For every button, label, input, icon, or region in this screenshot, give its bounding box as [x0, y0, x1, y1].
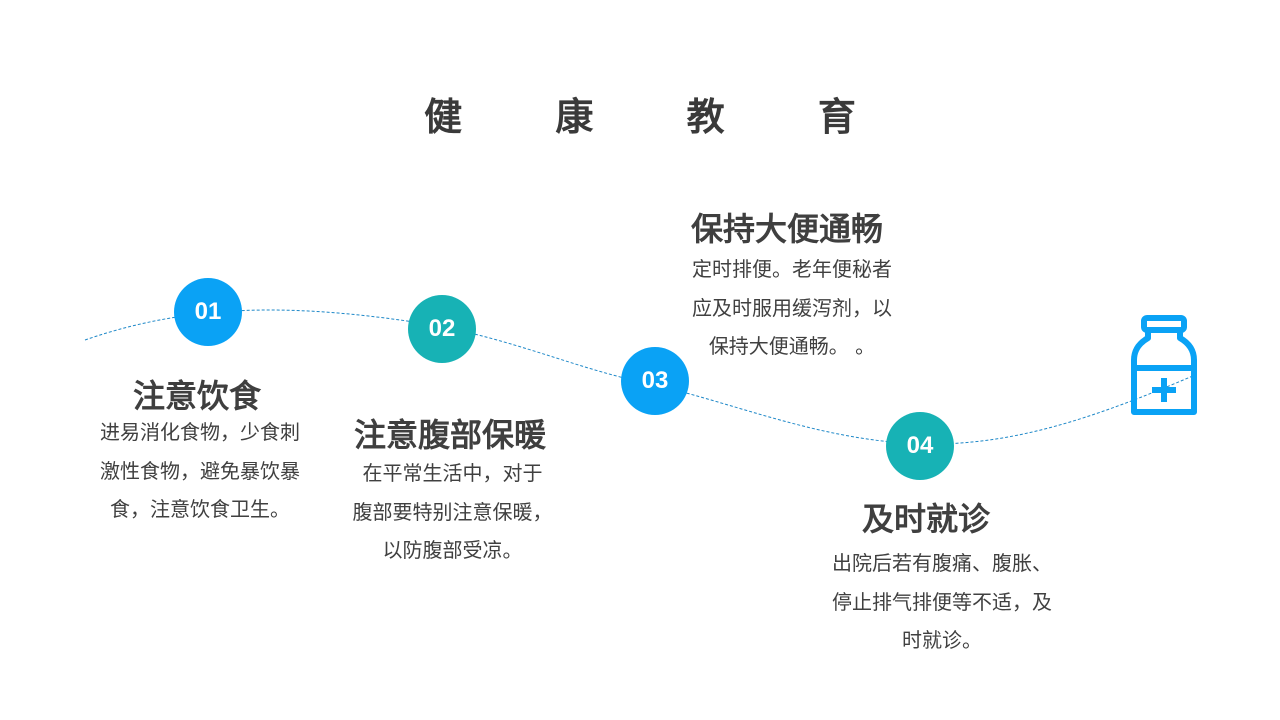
- step-4-line-1: 出院后若有腹痛、腹胀、: [832, 551, 1052, 575]
- step-3-line-1: 定时排便。老年便秘者: [692, 257, 892, 281]
- step-4-heading: 及时就诊: [861, 500, 990, 538]
- step-1-number: 01: [174, 278, 242, 346]
- step-1-line-3: 食，注意饮食卫生。: [110, 497, 290, 521]
- step-2-heading: 注意腹部保暖: [353, 416, 546, 454]
- step-1-description: 进易消化食物，少食刺 激性食物，避免暴饮暴 食，注意饮食卫生。: [80, 413, 320, 529]
- step-1-line-2: 激性食物，避免暴饮暴: [100, 458, 300, 483]
- step-3-line-3: 保持大便通畅。 。: [708, 334, 876, 358]
- step-3-heading: 保持大便通畅: [690, 210, 883, 248]
- step-3-description: 定时排便。老年便秘者 应及时服用缓泻剂，以 保持大便通畅。 。: [672, 250, 912, 366]
- step-4-number: 04: [886, 412, 954, 480]
- step-2-line-1: 在平常生活中，对于: [362, 461, 543, 485]
- step-2-line-2: 腹部要特别注意保暖，: [352, 499, 553, 524]
- step-3-line-2: 应及时服用缓泻剂，以: [692, 295, 892, 320]
- step-4-line-2: 停止排气排便等不适，及: [832, 589, 1052, 614]
- step-1-line-1: 进易消化食物，少食刺: [100, 420, 300, 444]
- medicine-bottle-icon: [1131, 315, 1197, 415]
- step-2-number: 02: [408, 295, 476, 363]
- page-title: 健 康 教 育: [424, 95, 896, 139]
- step-4-line-3: 时就诊。: [902, 628, 982, 652]
- step-2-description: 在平常生活中，对于 腹部要特别注意保暖， 以防腹部受凉。: [345, 454, 560, 570]
- step-4-description: 出院后若有腹痛、腹胀、 停止排气排便等不适，及 时就诊。: [812, 544, 1072, 660]
- step-3-number: 03: [621, 347, 689, 415]
- step-2-line-3: 以防腹部受凉。: [382, 538, 523, 562]
- step-1-heading: 注意饮食: [132, 377, 261, 415]
